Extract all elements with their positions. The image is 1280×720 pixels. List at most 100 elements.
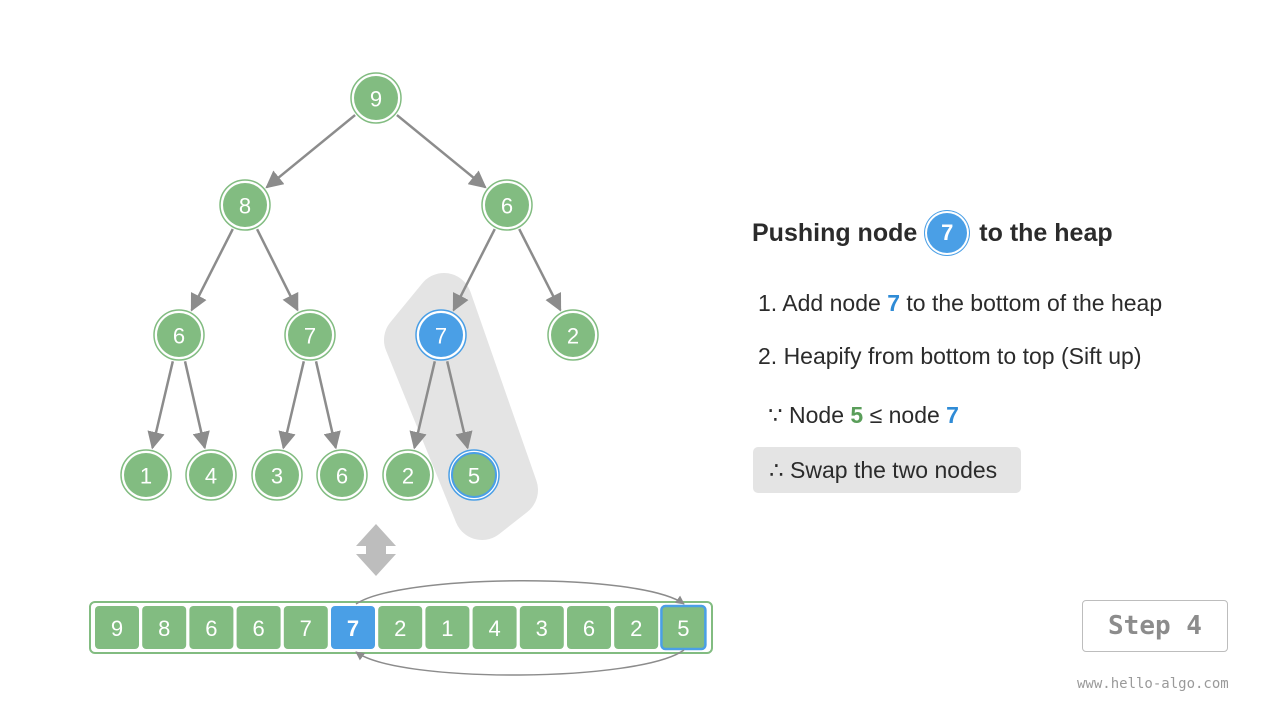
tree-node: 2 <box>547 309 599 361</box>
step-1: 1. Add node 7 to the bottom of the heap <box>758 290 1162 317</box>
tree-node: 2 <box>382 449 434 501</box>
tree-node-circle <box>157 313 201 357</box>
array-cell: 2 <box>378 606 423 649</box>
tree-edge-11 <box>445 360 473 450</box>
array-cell-value: 1 <box>441 616 453 641</box>
step-2: 2. Heapify from bottom to top (Sift up) <box>758 343 1142 369</box>
tree-node-circle <box>451 452 497 498</box>
array-cell-box <box>142 606 187 649</box>
step1-prefix: 1. Add node <box>758 290 881 316</box>
tree-node-value: 6 <box>173 324 185 349</box>
array-cell-value: 5 <box>677 616 689 641</box>
array-cell: 5 <box>660 604 707 651</box>
tree-node: 1 <box>120 449 172 501</box>
array-cell-value: 9 <box>111 616 123 641</box>
tree-node-circle <box>223 183 267 227</box>
array-cell-value: 6 <box>583 616 595 641</box>
tree-node-circle <box>255 453 299 497</box>
title-node-badge: 7 <box>927 213 968 253</box>
array-cell: 9 <box>95 606 139 649</box>
array-cell-box <box>331 606 375 649</box>
array-cell-value: 2 <box>394 616 406 641</box>
tree-node-circle <box>189 453 233 497</box>
array-cell: 7 <box>283 606 328 649</box>
array-cell: 2 <box>614 606 659 649</box>
tree-edge-6 <box>147 360 175 450</box>
tree-node-value: 1 <box>140 464 152 489</box>
array-cell-box <box>425 606 470 649</box>
tree-edge-7 <box>183 361 210 450</box>
array-cell: 6 <box>567 606 611 649</box>
tree-edge-8 <box>278 360 306 450</box>
tree-node-circle <box>419 313 463 357</box>
title-suffix: to the heap <box>979 218 1113 247</box>
tree-node: 7 <box>284 309 336 361</box>
tree-node-value: 7 <box>435 324 447 349</box>
swap-arc-top <box>355 580 685 605</box>
array-cell-box <box>660 604 707 651</box>
tree-node-value: 7 <box>304 324 316 349</box>
because-prefix: ∵ Node <box>768 402 845 428</box>
panel-title: Pushing node 7 to the heap <box>752 210 1113 256</box>
array-cell-value: 4 <box>488 616 500 641</box>
array-cell-box <box>189 606 234 649</box>
array-cell: 3 <box>519 606 564 649</box>
tree-node-value: 6 <box>501 194 513 219</box>
array-cell-box <box>378 606 423 649</box>
tree-node-value: 4 <box>205 464 217 489</box>
tree-node: 5 <box>448 449 500 501</box>
tree-node-circle <box>124 453 168 497</box>
tree-node-value: 9 <box>370 87 382 112</box>
tree-edge-0 <box>265 114 356 189</box>
array-cell-value: 7 <box>300 616 312 641</box>
tree-node-circle <box>288 313 332 357</box>
title-prefix: Pushing node <box>752 218 918 247</box>
tree-node: 3 <box>251 449 303 501</box>
array-cell: 4 <box>472 606 517 649</box>
tree-node-value: 3 <box>271 464 283 489</box>
array-cell-value: 2 <box>630 616 642 641</box>
array-cell: 7 <box>331 606 375 649</box>
tree-node: 9 <box>350 72 402 124</box>
site-watermark: www.hello-algo.com <box>1077 676 1229 692</box>
tree-node: 6 <box>481 179 533 231</box>
step1-node: 7 <box>887 290 900 316</box>
array-cell-box <box>519 606 564 649</box>
array-cell-value: 6 <box>252 616 264 641</box>
step-button[interactable]: Step 4 <box>1082 600 1228 652</box>
tree-node-circle <box>551 313 595 357</box>
array-cell: 6 <box>189 606 234 649</box>
therefore-box: ∴ Swap the two nodes <box>753 447 1021 493</box>
array-cell-box <box>95 606 139 649</box>
tree-node-value: 2 <box>567 324 579 349</box>
tree-node-circle <box>485 183 529 227</box>
tree-edge-4 <box>452 228 496 312</box>
because-line: ∵ Node 5 ≤ node 7 <box>768 402 959 429</box>
tree-node: 8 <box>219 179 271 231</box>
array-cell-value: 7 <box>347 616 359 641</box>
tree-node-value: 8 <box>239 194 251 219</box>
tree-node-value: 2 <box>402 464 414 489</box>
tree-edge-2 <box>190 228 234 312</box>
array-cell-box <box>472 606 517 649</box>
tree-node-circle <box>386 453 430 497</box>
tree-node-circle <box>354 76 398 120</box>
array-cell-value: 6 <box>205 616 217 641</box>
because-mid: ≤ node <box>869 402 940 428</box>
array-cell-box <box>567 606 611 649</box>
tree-node-circle <box>320 453 364 497</box>
tree-node: 6 <box>153 309 205 361</box>
array-cell-box <box>614 606 659 649</box>
tree-edge-1 <box>396 114 487 189</box>
bidirectional-arrow-icon <box>356 524 396 576</box>
tree-edges <box>147 114 562 450</box>
tree-edge-9 <box>314 361 341 450</box>
tree-node: 7 <box>415 309 467 361</box>
array-cell: 8 <box>142 606 187 649</box>
array-cell-box <box>283 606 328 649</box>
tree-node-value: 5 <box>468 464 480 489</box>
therefore-text: ∴ Swap the two nodes <box>769 457 998 483</box>
